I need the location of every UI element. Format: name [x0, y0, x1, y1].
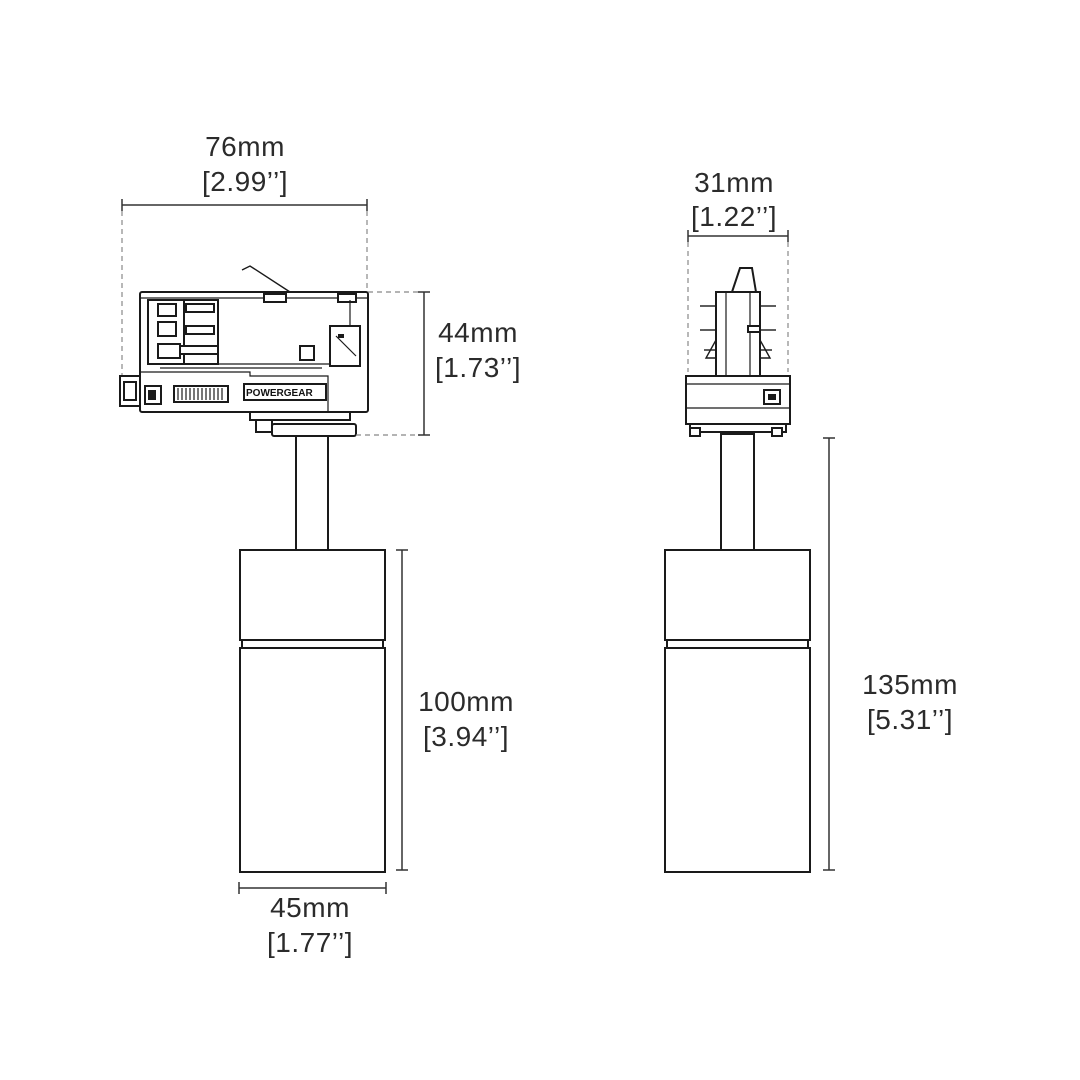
body-height-inch-label: [3.94’’] — [423, 721, 509, 752]
side-width-mm-label: 31mm — [694, 167, 774, 198]
width-mm-label: 76mm — [205, 131, 285, 162]
track-adapter: POWERGEAR — [119, 265, 369, 437]
stem — [295, 435, 329, 551]
dimension-width-31: 31mm [1.22’’] — [687, 167, 789, 372]
total-height-inch-label: [5.31’’] — [867, 704, 953, 735]
dimension-width-45: 45mm [1.77’’] — [238, 882, 387, 958]
grip-ribs — [177, 388, 223, 400]
side-view: 31mm [1.22’’] — [664, 167, 958, 873]
side-lamp-body — [664, 549, 811, 873]
dimension-width-76: 76mm [2.99’’] — [121, 131, 368, 378]
side-width-inch-label: [1.22’’] — [691, 201, 777, 232]
total-height-mm-label: 135mm — [862, 669, 958, 700]
front-view: 76mm [2.99’’] — [119, 131, 521, 958]
brand-label: POWERGEAR — [246, 388, 313, 399]
dimension-height-44: 44mm [1.73’’] — [356, 291, 521, 436]
lamp-body — [239, 549, 386, 873]
adapter-height-inch-label: [1.73’’] — [435, 352, 521, 383]
body-width-inch-label: [1.77’’] — [267, 927, 353, 958]
side-adapter — [685, 267, 791, 437]
width-inch-label: [2.99’’] — [202, 166, 288, 197]
adapter-height-mm-label: 44mm — [438, 317, 518, 348]
body-height-mm-label: 100mm — [418, 686, 514, 717]
dimension-height-100: 100mm [3.94’’] — [396, 549, 514, 871]
body-width-mm-label: 45mm — [270, 892, 350, 923]
dimension-height-135: 135mm [5.31’’] — [823, 437, 958, 871]
side-stem — [720, 433, 755, 551]
